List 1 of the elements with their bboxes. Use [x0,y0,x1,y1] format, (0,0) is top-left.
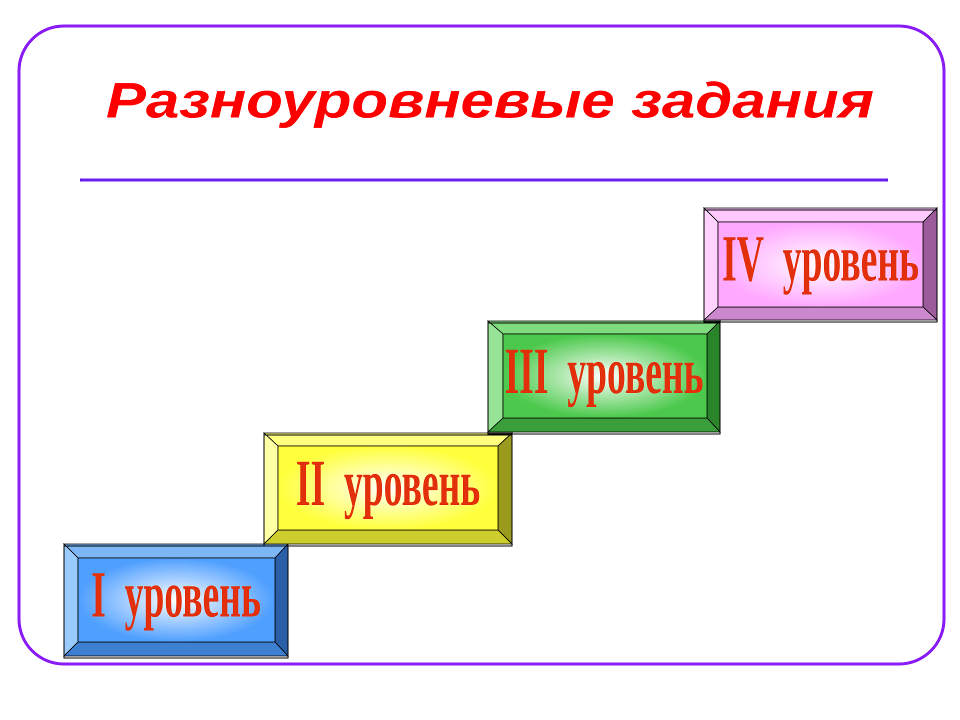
title: Разноуровневые задания [107,81,873,128]
